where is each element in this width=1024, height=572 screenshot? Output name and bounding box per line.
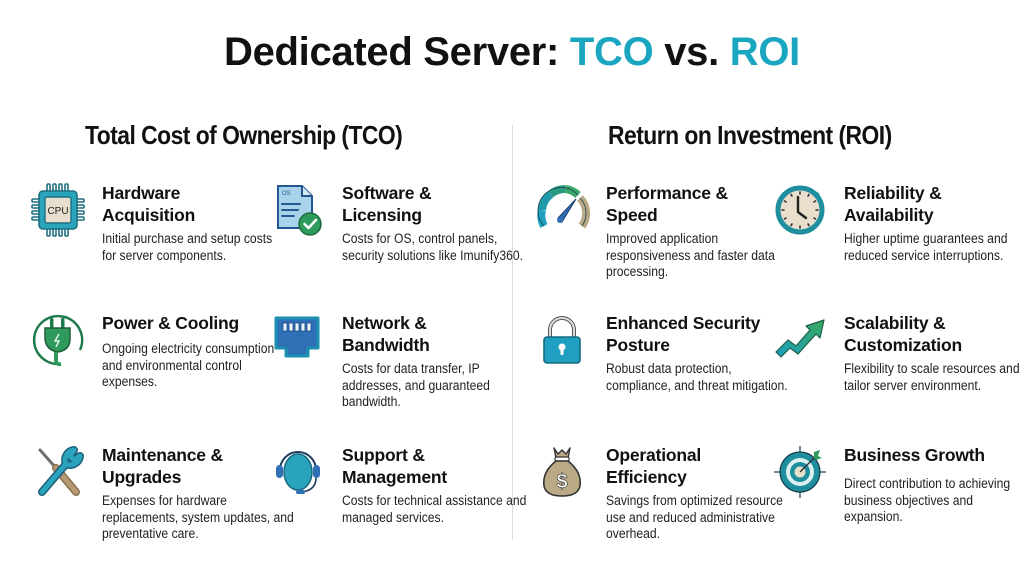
- title-roi: ROI: [729, 30, 801, 74]
- speedometer-icon: [534, 182, 590, 238]
- item-title: Software & Licensing: [342, 183, 432, 225]
- roi-item-security: Enhanced Security Posture Robust data pr…: [534, 312, 788, 432]
- power-plug-icon: [30, 312, 86, 368]
- svg-text:OS: OS: [282, 191, 291, 197]
- item-description: Higher uptime guarantees and reduced ser…: [844, 231, 1008, 263]
- item-description: Savings from optimized resource use and …: [606, 493, 783, 541]
- item-description: Costs for OS, control panels, security s…: [342, 231, 523, 263]
- tco-item-software: OS Software & Licensing Costs for OS, co…: [270, 182, 523, 302]
- software-license-icon: OS: [270, 182, 326, 238]
- headset-icon: [270, 444, 326, 500]
- title-tco: TCO: [569, 30, 654, 74]
- item-title: Power & Cooling: [102, 313, 240, 333]
- tco-item-power: Power & Cooling Ongoing electricity cons…: [30, 312, 274, 432]
- item-title: Hardware Acquisition: [102, 183, 196, 225]
- item-description: Flexibility to scale resources and tailo…: [844, 361, 1020, 393]
- roi-item-growth: Business Growth Direct contribution to a…: [772, 444, 1012, 564]
- item-title: Network & Bandwidth: [342, 313, 430, 355]
- column-divider: [512, 125, 513, 540]
- tco-item-hardware: CPU Hardware Acquisition Initial purchas…: [30, 182, 272, 302]
- roi-item-efficiency: $ Operational Efficiency Savings from op…: [534, 444, 783, 564]
- item-description: Direct contribution to achieving busines…: [844, 476, 1011, 524]
- svg-text:$: $: [556, 471, 567, 493]
- item-title: Scalability & Customization: [844, 313, 962, 355]
- cpu-chip-icon: CPU: [30, 182, 86, 238]
- item-description: Robust data protection, compliance, and …: [606, 361, 788, 393]
- item-description: Expenses for hardware replacements, syst…: [102, 493, 294, 541]
- item-title: Enhanced Security Posture: [606, 313, 761, 355]
- wrench-screwdriver-icon: [30, 444, 86, 500]
- clock-icon: [772, 182, 828, 238]
- roi-item-reliability: Reliability & Availability Higher uptime…: [772, 182, 1012, 302]
- roi-item-scalability: Scalability & Customization Flexibility …: [772, 312, 1020, 432]
- roi-item-performance: Performance & Speed Improved application…: [534, 182, 775, 302]
- target-icon: [772, 444, 828, 500]
- item-description: Costs for data transfer, IP addresses, a…: [342, 361, 490, 409]
- network-port-icon: [270, 312, 326, 368]
- item-description: Ongoing electricity consumption and envi…: [102, 341, 275, 389]
- title-prefix: Dedicated Server:: [224, 30, 570, 74]
- item-description: Improved application responsiveness and …: [606, 231, 775, 279]
- item-title: Performance & Speed: [606, 183, 728, 225]
- roi-heading: Return on Investment (ROI): [608, 120, 892, 150]
- growth-arrow-icon: [772, 312, 828, 368]
- item-description: Costs for technical assistance and manag…: [342, 493, 527, 525]
- svg-text:CPU: CPU: [47, 206, 68, 217]
- item-title: Reliability & Availability: [844, 183, 942, 225]
- tco-item-maintenance: Maintenance & Upgrades Expenses for hard…: [30, 444, 294, 564]
- item-title: Business Growth: [844, 445, 985, 465]
- item-title: Operational Efficiency: [606, 445, 702, 487]
- item-title: Support & Management: [342, 445, 447, 487]
- tco-item-support: Support & Management Costs for technical…: [270, 444, 526, 564]
- money-bag-icon: $: [534, 444, 590, 500]
- page-title: Dedicated Server: TCO vs. ROI: [0, 30, 1024, 75]
- item-title: Maintenance & Upgrades: [102, 445, 223, 487]
- padlock-icon: [534, 312, 590, 368]
- tco-item-network: Network & Bandwidth Costs for data trans…: [270, 312, 510, 432]
- tco-heading: Total Cost of Ownership (TCO): [85, 120, 403, 150]
- title-vs: vs.: [653, 30, 730, 74]
- item-description: Initial purchase and setup costs for ser…: [102, 231, 273, 263]
